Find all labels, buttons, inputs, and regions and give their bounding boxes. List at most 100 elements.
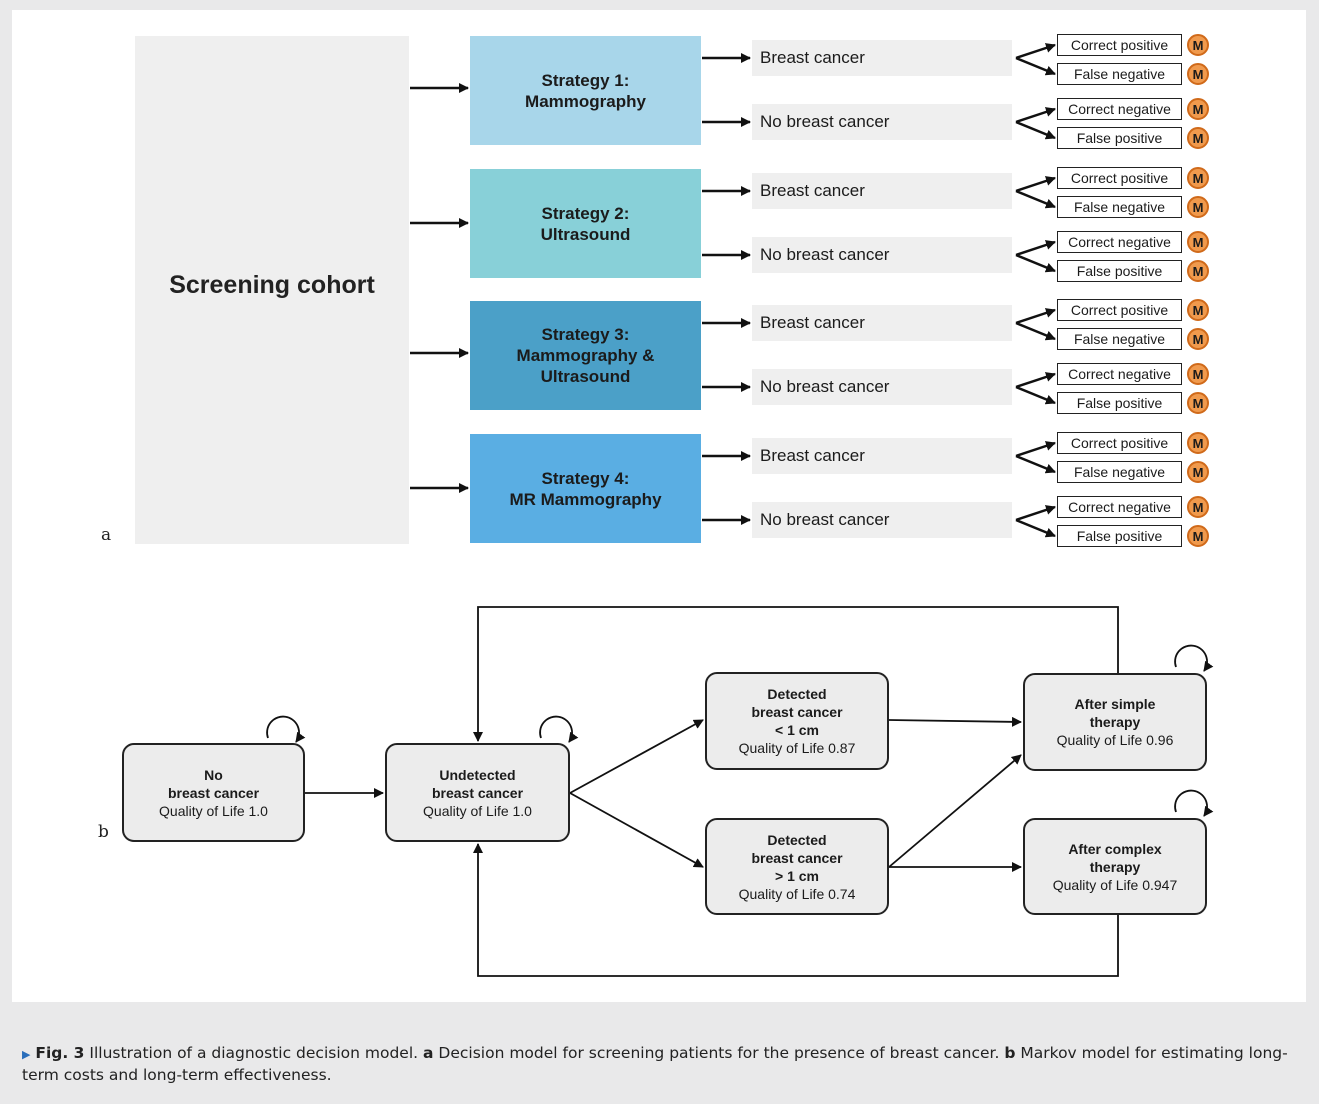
markov-badge-icon: M [1187, 34, 1209, 56]
state-quality-of-life: Quality of Life 0.74 [738, 885, 856, 902]
branch-label: Breast cancer [760, 181, 865, 200]
outcome-correct-positive: Correct positive [1057, 299, 1182, 321]
branch-label: Breast cancer [760, 48, 865, 67]
branch-breast-cancer: Breast cancer [752, 173, 1012, 209]
return-loop-top [473, 606, 1119, 742]
fork-arrow [1015, 120, 1056, 140]
fork-arrow [1015, 441, 1056, 458]
outcome-false-negative: False negative [1057, 63, 1182, 85]
markov-badge-icon: M [1187, 127, 1209, 149]
fork-arrow [1015, 107, 1056, 124]
figure: a b Screening cohort Strategy 1: Mammogr… [12, 10, 1306, 1002]
markov-badge-icon: M [1187, 231, 1209, 253]
markov-badge-icon: M [1187, 496, 1209, 518]
panel-b-label: b [98, 822, 109, 842]
state-title: No breast cancer [167, 766, 260, 801]
state-title: Undetected breast cancer [431, 766, 524, 801]
branch-label: No breast cancer [760, 245, 890, 264]
markov-badge-icon: M [1187, 299, 1209, 321]
markov-badge-icon: M [1187, 260, 1209, 282]
state-quality-of-life: Quality of Life 1.0 [423, 802, 532, 819]
markov-badge-icon: M [1187, 98, 1209, 120]
branch-breast-cancer: Breast cancer [752, 305, 1012, 341]
state-no-breast-cancer: No breast cancer Quality of Life 1.0 [122, 743, 305, 842]
fork-arrow [1015, 505, 1056, 522]
outcome-false-positive: False positive [1057, 525, 1182, 547]
self-loop-arrow [1174, 644, 1214, 672]
state-detected-small: Detected breast cancer < 1 cm Quality of… [705, 672, 889, 770]
self-loop-arrow [266, 715, 306, 743]
self-loop-arrow [539, 715, 579, 743]
markov-badge-icon: M [1187, 63, 1209, 85]
state-title: Detected breast cancer < 1 cm [751, 686, 843, 738]
markov-badge-icon: M [1187, 461, 1209, 483]
figure-caption: ▶ Fig. 3 Illustration of a diagnostic de… [22, 1043, 1302, 1086]
strategy-3-box: Strategy 3: Mammography & Ultrasound [470, 301, 701, 410]
state-title: Detected breast cancer > 1 cm [751, 831, 843, 884]
outcome-false-positive: False positive [1057, 127, 1182, 149]
state-title: After simple therapy [1074, 696, 1156, 730]
caption-intro: Illustration of a diagnostic decision mo… [89, 1044, 419, 1062]
state-quality-of-life: Quality of Life 1.0 [159, 802, 268, 819]
branch-breast-cancer: Breast cancer [752, 40, 1012, 76]
outcome-correct-positive: Correct positive [1057, 167, 1182, 189]
fork-arrow [1015, 321, 1056, 341]
outcome-false-positive: False positive [1057, 392, 1182, 414]
fork-arrow [1015, 253, 1056, 273]
outcome-false-negative: False negative [1057, 461, 1182, 483]
state-detected-large: Detected breast cancer > 1 cm Quality of… [705, 818, 889, 915]
transition-arrow [569, 792, 704, 868]
state-title: After complex therapy [1068, 840, 1162, 875]
branch-no-breast-cancer: No breast cancer [752, 369, 1012, 405]
screening-cohort-box: Screening cohort [135, 36, 409, 544]
state-quality-of-life: Quality of Life 0.87 [738, 740, 856, 756]
state-after-complex-therapy: After complex therapy Quality of Life 0.… [1023, 818, 1207, 915]
screening-cohort-label: Screening cohort [169, 270, 375, 299]
branch-breast-cancer: Breast cancer [752, 438, 1012, 474]
branch-label: No breast cancer [760, 112, 890, 131]
outcome-false-negative: False negative [1057, 328, 1182, 350]
transition-arrow [888, 716, 1022, 727]
fork-arrow [1015, 189, 1056, 209]
markov-badge-icon: M [1187, 167, 1209, 189]
branch-label: No breast cancer [760, 377, 890, 396]
fork-arrow [1015, 240, 1056, 257]
outcome-correct-negative: Correct negative [1057, 231, 1182, 253]
return-loop-bottom [473, 843, 1119, 977]
fork-arrow [1015, 372, 1056, 389]
markov-badge-icon: M [1187, 363, 1209, 385]
markov-badge-icon: M [1187, 328, 1209, 350]
panel-a-label: a [101, 525, 112, 545]
outcome-correct-negative: Correct negative [1057, 363, 1182, 385]
markov-badge-icon: M [1187, 525, 1209, 547]
branch-no-breast-cancer: No breast cancer [752, 104, 1012, 140]
state-quality-of-life: Quality of Life 0.947 [1052, 876, 1178, 893]
branch-label: No breast cancer [760, 510, 890, 529]
caption-b-label: b [1004, 1044, 1016, 1062]
fork-arrow [1015, 308, 1056, 325]
fork-arrow [1015, 176, 1056, 193]
strategy-1-box: Strategy 1: Mammography [470, 36, 701, 145]
branch-label: Breast cancer [760, 313, 865, 332]
outcome-false-negative: False negative [1057, 196, 1182, 218]
caption-a-label: a [423, 1044, 434, 1062]
caption-b-text: Markov model for estimating long-term co… [22, 1044, 1288, 1084]
caption-fig-number: Fig. 3 [35, 1044, 85, 1062]
branch-no-breast-cancer: No breast cancer [752, 502, 1012, 538]
strategy-4-box: Strategy 4: MR Mammography [470, 434, 701, 543]
state-after-simple-therapy: After simple therapy Quality of Life 0.9… [1023, 673, 1207, 771]
fork-arrow [1015, 454, 1056, 474]
transition-arrow [569, 719, 704, 794]
self-loop-arrow [1174, 789, 1214, 817]
state-undetected-breast-cancer: Undetected breast cancer Quality of Life… [385, 743, 570, 842]
fork-arrow [1015, 43, 1056, 60]
outcome-correct-negative: Correct negative [1057, 98, 1182, 120]
fork-arrow [1015, 385, 1056, 405]
connector-layer [266, 43, 1214, 977]
markov-badge-icon: M [1187, 196, 1209, 218]
fork-arrow [1015, 518, 1056, 538]
outcome-correct-negative: Correct negative [1057, 496, 1182, 518]
branch-label: Breast cancer [760, 446, 865, 465]
markov-badge-icon: M [1187, 432, 1209, 454]
strategy-2-box: Strategy 2: Ultrasound [470, 169, 701, 278]
